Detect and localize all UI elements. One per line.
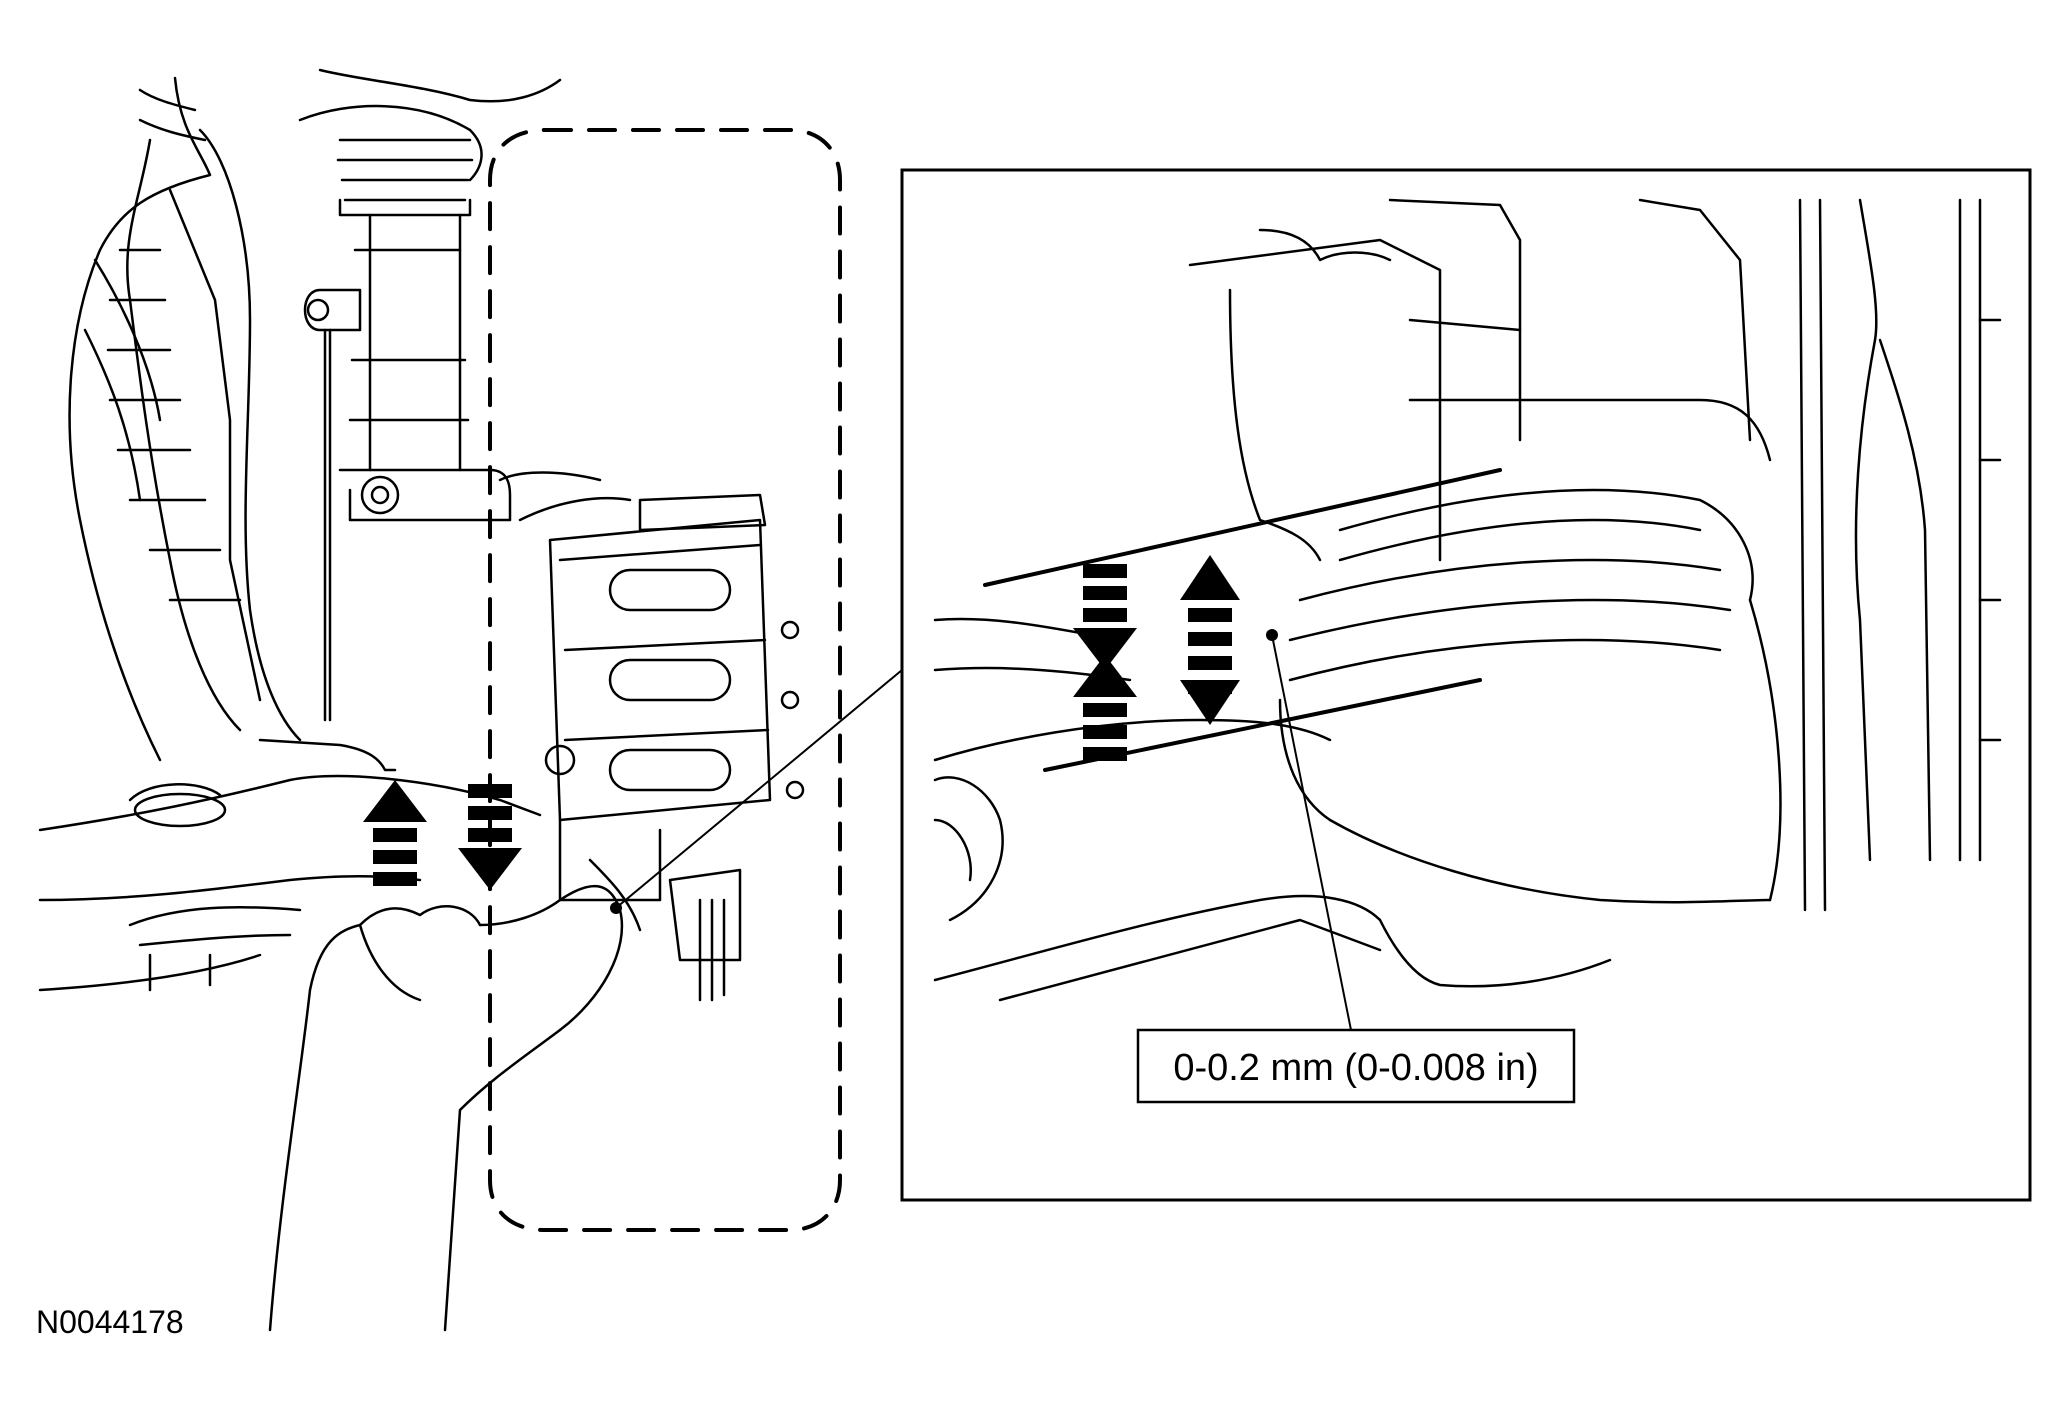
reference-line-upper	[983, 468, 1502, 587]
clearance-callout-label: 0-0.2 mm (0-0.008 in)	[1173, 1047, 1538, 1089]
detail-leader-line	[615, 669, 903, 909]
strut-assembly	[298, 68, 562, 722]
ball-joint-boot	[1278, 488, 1782, 904]
long-double-arrow-icon	[1180, 555, 1240, 725]
fender-panel	[68, 76, 302, 762]
brake-caliper	[498, 471, 805, 1002]
clearance-callout: 0-0.2 mm (0-0.008 in)	[1136, 1028, 1576, 1104]
figure-id: N0044178	[36, 1304, 184, 1340]
brake-rotor	[1798, 198, 2002, 912]
callout-leader-line	[1271, 634, 1353, 1036]
lower-control-arm	[38, 738, 542, 992]
main-view	[38, 68, 903, 1332]
knuckle-bracket	[1188, 198, 1772, 562]
detail-leader-dot	[610, 902, 622, 914]
detail-highlight-region	[488, 128, 842, 1232]
technician-hand	[268, 858, 642, 1332]
double-up-down-arrow-icon	[363, 780, 522, 890]
detail-inset: 0-0.2 mm (0-0.008 in)	[900, 168, 2032, 1202]
double-up-down-arrow-icon	[1073, 555, 1240, 761]
callout-leader-dot	[1266, 629, 1278, 641]
